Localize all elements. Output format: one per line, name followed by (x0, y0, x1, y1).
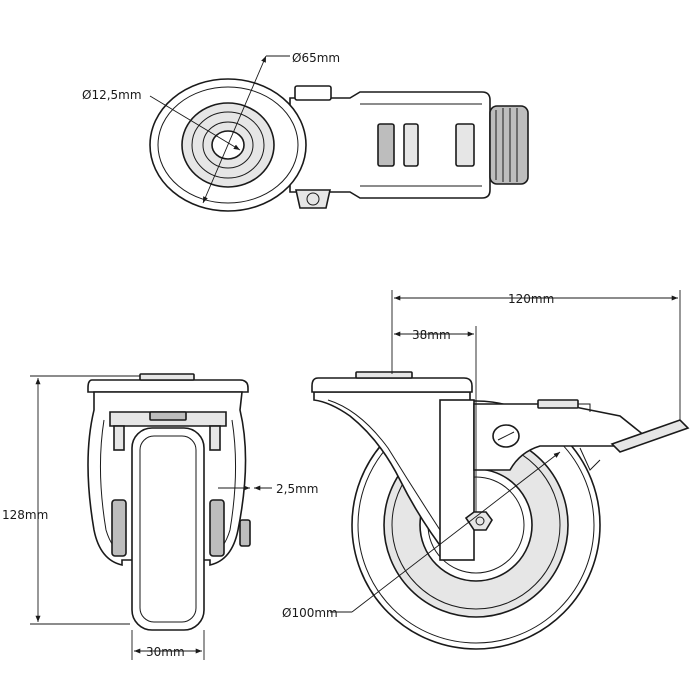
side-view-axle-nut (464, 511, 493, 531)
top-view-brake-slot-2 (403, 123, 419, 167)
label-total-width: 120mm (508, 292, 554, 306)
side-view-top-plate (311, 377, 473, 393)
label-wheel-diameter: Ø100mm (282, 606, 338, 620)
top-view-brake-slot-3 (455, 123, 475, 167)
top-view-nut (295, 189, 331, 209)
top-view-brake-pedal (489, 105, 529, 185)
front-view-hub-right (209, 499, 225, 557)
dimline-plate-diameter (202, 55, 267, 204)
side-view-fork-plate (439, 399, 475, 561)
top-view-brake-slot-1 (377, 123, 395, 167)
front-view-wheel (131, 427, 205, 631)
side-view-brake-pedal (610, 419, 690, 453)
front-view-top-plate (87, 379, 249, 393)
side-view: 120mm 38mm Ø100mm (282, 290, 690, 650)
front-view-hub-left (111, 499, 127, 557)
label-wheel-width: 30mm (146, 645, 185, 659)
top-view: Ø65mm Ø12,5mm (82, 51, 529, 212)
label-hole-diameter: Ø12,5mm (82, 88, 142, 102)
label-total-height: 128mm (2, 508, 48, 522)
label-plate-diameter: Ø65mm (292, 51, 340, 65)
dimline-wheel-diameter (351, 451, 561, 613)
top-view-bolt-head (294, 85, 332, 101)
side-view-fork-leg (313, 391, 471, 557)
front-view: 128mm 2,5mm 30mm (2, 373, 318, 660)
label-gap: 2,5mm (276, 482, 318, 496)
label-offset: 38mm (412, 328, 451, 342)
dimline-hole-diameter (149, 95, 241, 151)
